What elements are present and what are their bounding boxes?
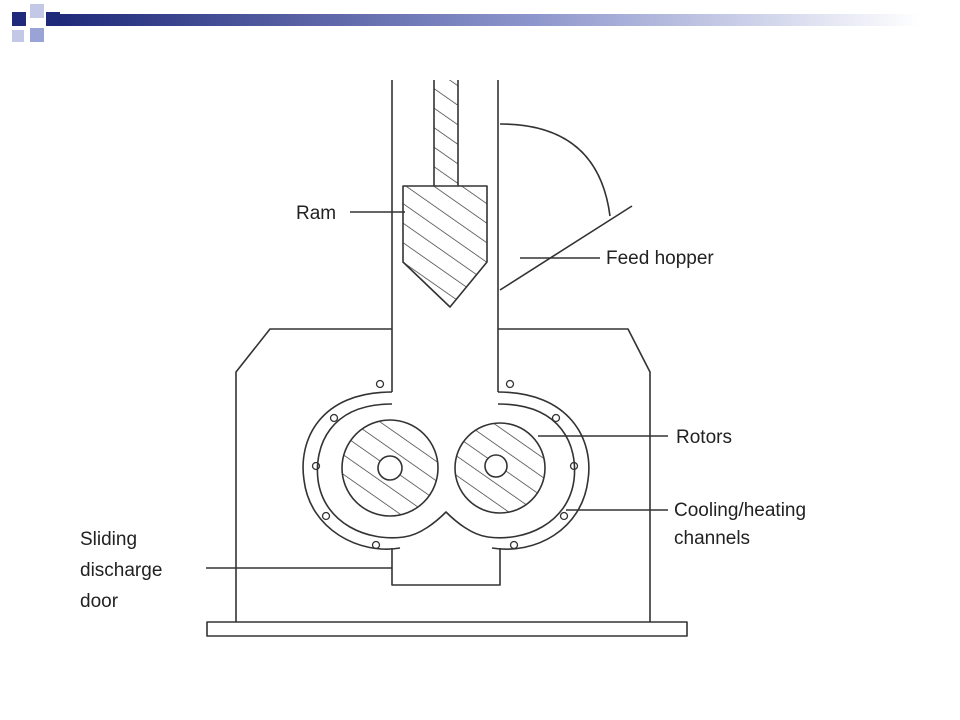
deco-square-navy-1: [12, 12, 26, 26]
feed-hopper-arc: [499, 123, 611, 217]
ram-rod-hatch: [434, 80, 458, 186]
ram-head: [402, 185, 488, 308]
label-cooling-line1: Cooling/heating: [674, 500, 806, 521]
deco-square-light-3: [12, 30, 24, 42]
label-door-line1: Sliding: [80, 529, 137, 550]
cooling-channels: [311, 379, 579, 550]
label-door-line3: door: [80, 591, 119, 612]
deco-square-navy-2: [46, 12, 60, 26]
mixing-chamber-inner: [316, 403, 576, 539]
deco-square-light-2: [30, 28, 44, 42]
label-feed-hopper: Feed hopper: [606, 248, 714, 269]
label-door-line2: discharge: [80, 560, 162, 581]
rotor-left-shaft: [377, 455, 403, 481]
rotor-right-shaft: [484, 454, 508, 478]
feed-hopper-door: [499, 205, 633, 291]
label-cooling-line2: channels: [674, 528, 750, 549]
label-rotors: Rotors: [676, 427, 732, 448]
slide-header-decoration: [12, 4, 920, 42]
deco-square-light-1: [30, 4, 44, 18]
header-rule: [60, 14, 920, 26]
mixing-chamber-outer: [302, 391, 590, 550]
label-ram: Ram: [296, 203, 336, 224]
mixer-housing: [235, 328, 651, 622]
base-plate: [206, 621, 688, 637]
discharge-door: [391, 548, 501, 586]
